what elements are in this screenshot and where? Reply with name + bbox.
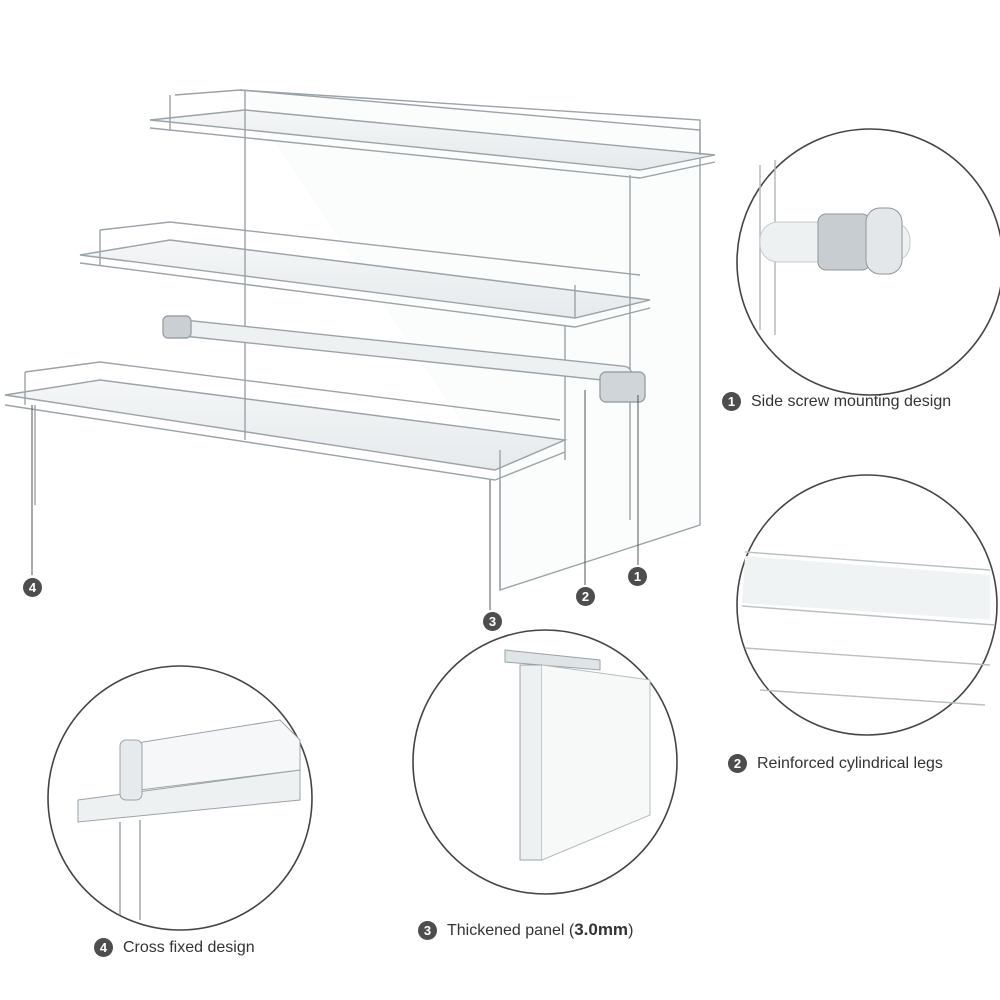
callout-badge-2-main: 2 — [576, 587, 595, 606]
detail-screw-circle — [736, 128, 1000, 396]
caption-text: Thickened panel (3.0mm) — [447, 920, 633, 940]
detail-legs-circle — [736, 474, 998, 736]
caption-suffix: ) — [628, 922, 634, 939]
detail-panel-circle — [412, 629, 678, 895]
callout-badge-2: 2 — [728, 754, 747, 773]
callout-badge-1-main: 1 — [628, 567, 647, 586]
callout-badge-3-main: 3 — [483, 612, 502, 631]
caption-text: Side screw mounting design — [751, 392, 952, 410]
caption-side-screw: 1 Side screw mounting design — [722, 392, 951, 411]
callout-badge-3: 3 — [418, 920, 437, 940]
detail-cross-circle — [47, 665, 313, 931]
caption-cylindrical-legs: 2 Reinforced cylindrical legs — [728, 754, 943, 773]
callout-badge-4-main: 4 — [23, 578, 42, 597]
caption-bold-value: 3.0mm — [574, 920, 629, 939]
caption-text: Reinforced cylindrical legs — [757, 754, 943, 772]
caption-thickened-panel: 3 Thickened panel (3.0mm) — [418, 920, 633, 940]
callout-badge-4: 4 — [94, 938, 113, 957]
callout-badge-1: 1 — [722, 392, 741, 411]
caption-cross-fixed: 4 Cross fixed design — [94, 938, 255, 957]
caption-text: Cross fixed design — [123, 938, 255, 956]
caption-prefix: Thickened panel ( — [447, 922, 575, 939]
